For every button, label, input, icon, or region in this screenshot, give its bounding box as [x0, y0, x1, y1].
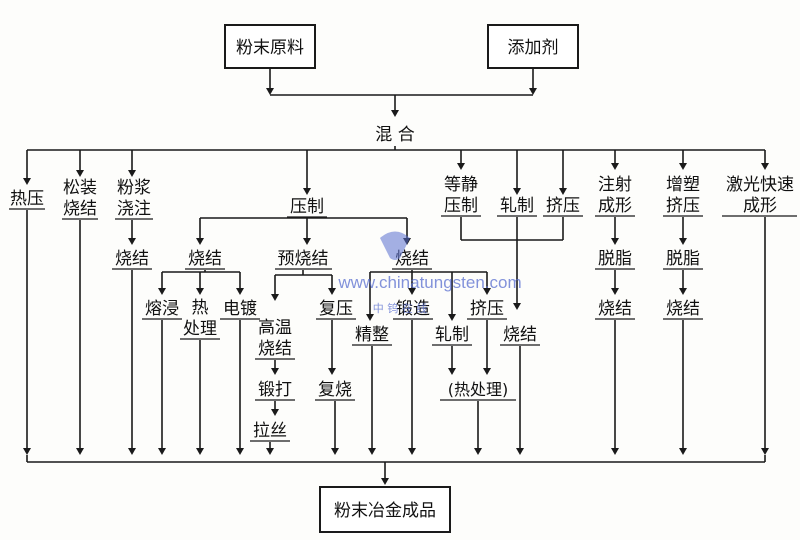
sub-ht-sinter-2: 烧结: [258, 339, 292, 359]
sub-plating: 电镀: [223, 299, 257, 319]
sub-represss: 复压: [319, 299, 353, 319]
route-iso-1: 等静: [444, 175, 478, 195]
route-loose-sinter-2: 烧结: [63, 199, 97, 219]
watermark-url: www.chinatungsten.com: [337, 273, 521, 292]
route-injection-1: 注射: [598, 175, 632, 195]
compact-presinter: 预烧结: [278, 249, 329, 269]
compact-sinter-2: 烧结: [395, 249, 429, 269]
injection-debind: 脱脂: [598, 249, 632, 269]
route-compact: 压制: [290, 197, 324, 217]
sub-heat-treat-1: 热: [192, 298, 209, 318]
route-iso-2: 压制: [444, 196, 478, 216]
input-powder-label: 粉末原料: [236, 38, 304, 58]
sub-extrude-2: 挤压: [470, 299, 504, 319]
input-box-powder: [224, 24, 316, 69]
injection-sinter: 烧结: [598, 299, 632, 319]
route-injection-2: 成形: [598, 196, 632, 216]
output-box: [319, 486, 451, 533]
plastic-debind: 脱脂: [666, 249, 700, 269]
watermark-logo-icon: [380, 231, 410, 260]
route-laser-2: 成形: [743, 196, 777, 216]
sub-heat-treat-2: 处理: [183, 319, 217, 339]
slurry-sinter: 烧结: [115, 249, 149, 269]
sub-infiltrate: 熔浸: [145, 299, 179, 319]
mix-label: 混 合: [375, 125, 414, 145]
sub-roll-2: 轧制: [435, 325, 469, 345]
sub-resinter: 复烧: [318, 380, 352, 400]
route-slurry-2: 浇注: [117, 199, 151, 219]
input-additive-label: 添加剂: [508, 38, 559, 58]
route-plastic-1: 增塑: [666, 175, 700, 195]
route-rolling: 轧制: [500, 196, 534, 216]
sub-wire-draw: 拉丝: [253, 421, 287, 441]
route-slurry-1: 粉浆: [117, 178, 151, 198]
watermark: www.chinatungsten.com 中 钨 在 线: [337, 231, 522, 315]
route-hot-press: 热压: [10, 189, 44, 209]
output-label: 粉末冶金成品: [334, 501, 436, 521]
compact-sinter: 烧结: [188, 249, 222, 269]
sub-forging: 锻打: [258, 380, 292, 400]
route-laser-1: 激光快速: [726, 175, 794, 195]
sub-heat-treat-paren: (热处理): [448, 380, 509, 399]
sub-forge: 锻造: [396, 299, 430, 319]
sub-ht-sinter-1: 高温: [258, 318, 292, 338]
plastic-sinter: 烧结: [666, 299, 700, 319]
group-sinter: 烧结: [503, 325, 537, 345]
sub-sizing: 精整: [355, 325, 389, 345]
route-extrusion: 挤压: [546, 196, 580, 216]
watermark-cn: 中 钨 在 线: [373, 301, 428, 315]
route-loose-sinter-1: 松装: [63, 178, 97, 198]
route-plastic-2: 挤压: [666, 196, 700, 216]
